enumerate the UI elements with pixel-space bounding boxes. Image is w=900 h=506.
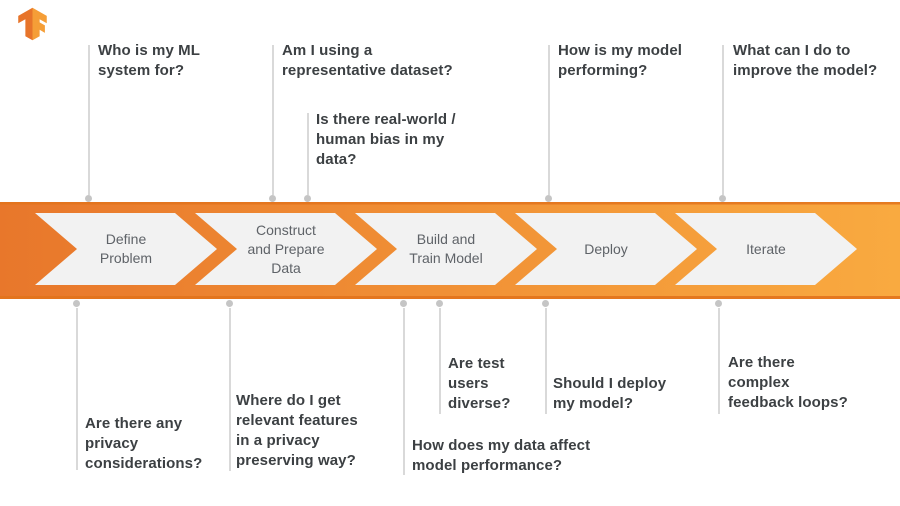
connector-dot xyxy=(719,195,726,202)
question-privacy-considerations: Are there any privacy considerations? xyxy=(85,414,202,474)
question-line: How does my data affect xyxy=(412,437,591,454)
question-line: Are there any xyxy=(85,415,183,432)
question-line: Who is my ML xyxy=(98,42,201,59)
question-who-is-my-ml-system-for: Who is my ML system for? xyxy=(98,41,200,81)
connector-dot xyxy=(304,195,311,202)
question-line: complex xyxy=(728,374,790,391)
connector-line xyxy=(272,45,274,195)
connector-dot xyxy=(269,195,276,202)
question-line: performing? xyxy=(558,62,648,79)
connector-dot xyxy=(85,195,92,202)
question-line: representative dataset? xyxy=(282,62,453,79)
connector-line xyxy=(88,45,90,195)
stage-label-line: Define xyxy=(105,231,147,247)
connector-line xyxy=(548,45,550,195)
question-real-world-human-bias: Is there real-world / human bias in my d… xyxy=(316,110,456,170)
question-line: in a privacy xyxy=(236,432,320,449)
connector-dot xyxy=(400,300,407,307)
question-complex-feedback-loops: Are there complex feedback loops? xyxy=(728,353,848,413)
stage-label-construct-prepare-data: Construct and Prepare Data xyxy=(196,206,376,292)
connector-dot xyxy=(436,300,443,307)
connector-dot xyxy=(545,195,552,202)
stage-label-line: Deploy xyxy=(584,240,628,257)
stage-label-line: Iterate xyxy=(746,240,786,257)
question-line: Am I using a xyxy=(282,42,373,59)
stage-label-iterate: Iterate xyxy=(676,206,856,292)
question-line: Are test xyxy=(448,355,505,372)
connector-dot xyxy=(542,300,549,307)
question-line: relevant features xyxy=(236,412,358,429)
question-line: Is there real-world / xyxy=(316,111,456,128)
question-line: human bias in my xyxy=(316,131,445,148)
band-border-top xyxy=(0,202,900,205)
question-representative-dataset: Am I using a representative dataset? xyxy=(282,41,453,81)
question-line: users xyxy=(448,375,489,392)
question-line: data? xyxy=(316,151,357,168)
stage-chevron-deploy xyxy=(515,213,697,285)
question-line: considerations? xyxy=(85,455,203,472)
question-line: privacy xyxy=(85,435,139,452)
question-line: my model? xyxy=(553,395,634,412)
stage-label-line: Construct xyxy=(256,221,316,238)
stage-chevron-iterate xyxy=(675,213,857,285)
stage-label-line: Data xyxy=(271,259,301,276)
question-line: How is my model xyxy=(558,42,683,59)
tensorflow-logo-icon xyxy=(18,7,47,41)
question-line: Are there xyxy=(728,354,795,371)
stage-label-line: and Prepare xyxy=(247,240,325,257)
question-should-i-deploy: Should I deploy my model? xyxy=(553,374,666,414)
stage-label-define-problem: Define Problem xyxy=(36,206,216,292)
connector-line xyxy=(307,113,309,195)
band-border-bottom xyxy=(0,296,900,299)
question-line: diverse? xyxy=(448,395,511,412)
connector-line xyxy=(722,45,724,195)
stage-chevron-define-problem xyxy=(35,213,217,285)
question-line: What can I do to xyxy=(733,42,851,59)
question-line: model performance? xyxy=(412,457,563,474)
connector-dot xyxy=(715,300,722,307)
connector-line xyxy=(439,308,441,414)
question-line: Should I deploy xyxy=(553,375,667,392)
question-line: improve the model? xyxy=(733,62,878,79)
question-line: preserving way? xyxy=(236,452,356,469)
stage-label-line: Problem xyxy=(99,250,153,266)
stage-label-deploy: Deploy xyxy=(516,206,696,292)
question-improve-the-model: What can I do to improve the model? xyxy=(733,41,877,81)
question-data-affect-performance: How does my data affect model performanc… xyxy=(412,436,590,476)
question-model-performing: How is my model performing? xyxy=(558,41,682,81)
connector-dot xyxy=(73,300,80,307)
connector-line xyxy=(229,308,231,471)
question-test-users-diverse: Are test users diverse? xyxy=(448,354,511,414)
stage-label-line: Train Model xyxy=(409,250,483,266)
connector-line xyxy=(718,308,720,414)
stage-label-line: Build and xyxy=(416,231,476,247)
question-relevant-features-privacy: Where do I get relevant features in a pr… xyxy=(236,391,358,471)
stage-chevron-build-train-model xyxy=(355,213,537,285)
connector-line xyxy=(545,308,547,414)
question-line: feedback loops? xyxy=(728,394,848,411)
stage-label-build-train-model: Build and Train Model xyxy=(356,206,536,292)
stage-chevron-construct-prepare-data xyxy=(195,213,377,285)
question-line: Where do I get xyxy=(236,392,341,409)
connector-line xyxy=(76,308,78,470)
connector-dot xyxy=(226,300,233,307)
pipeline-band xyxy=(0,202,900,299)
connector-line xyxy=(403,308,405,475)
question-line: system for? xyxy=(98,62,185,79)
